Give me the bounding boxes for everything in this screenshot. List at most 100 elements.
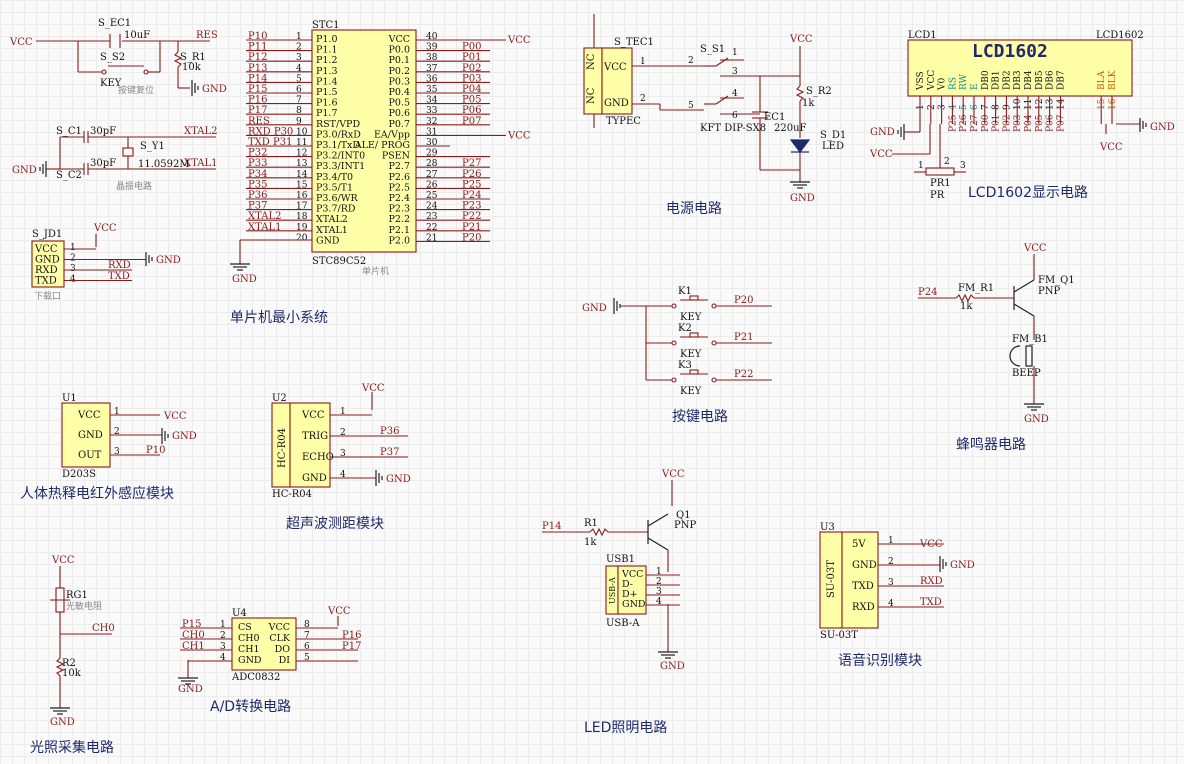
lcd-pin-label: DB7 <box>1056 70 1066 90</box>
adc-left-pin-label: CH1 <box>238 644 260 655</box>
light-gnd: GND <box>50 717 75 728</box>
power-vcc: VCC <box>789 34 813 45</box>
voice-pin-label: 5V <box>852 539 866 550</box>
lcd-pin-label: RS <box>948 77 958 90</box>
mcu-left-net: RES <box>248 116 270 127</box>
pot-n3: 3 <box>960 161 966 171</box>
mcu-right-net: P22 <box>462 211 481 222</box>
key-contact <box>711 377 717 383</box>
caption-lcd: LCD1602显示电路 <box>968 185 1088 201</box>
lcd-pin-label: VCC <box>927 70 937 91</box>
pot-n2: 2 <box>944 157 950 167</box>
caption-voice: 语音识别模块 <box>838 652 922 669</box>
caption-power: 电源电路 <box>666 201 722 217</box>
lcd-net-label: P02 <box>1002 114 1012 132</box>
led-q-ref: Q1 <box>676 510 691 521</box>
pot-n1: 1 <box>918 161 924 171</box>
mcu-right-pin-label: P2.2 <box>388 214 410 225</box>
reset-net-label: RES <box>196 30 218 41</box>
typec-connector <box>601 47 633 115</box>
light-vcc: VCC <box>51 555 75 566</box>
lcd-pin-num: 1 <box>916 104 926 110</box>
voice-pin-num: 4 <box>888 599 894 609</box>
adc-left-pin-label: CH0 <box>238 633 260 644</box>
download-txd: TXD <box>108 271 130 282</box>
led-in: P14 <box>542 521 561 532</box>
mcu-right-net: P23 <box>462 201 481 212</box>
mcu-left-pin-label: P1.0 <box>316 34 338 45</box>
mcu-right-pin-num: 32 <box>426 117 437 127</box>
adc-gnd: GND <box>178 684 203 695</box>
ultra-pin-label: TRIG <box>302 431 328 442</box>
key-cap <box>689 369 699 375</box>
mcu-right-net: P20 <box>462 232 481 243</box>
voice-net: TXD <box>920 597 942 608</box>
ultra-net: P36 <box>380 426 399 437</box>
adc-part: ADC0832 <box>231 672 280 683</box>
key-contact <box>671 377 677 383</box>
mcu-left-pin-num: 4 <box>296 64 302 74</box>
keys-gnd: GND <box>582 303 607 314</box>
mcu-right-net: P24 <box>462 190 481 201</box>
download-pin-num: 4 <box>70 275 76 285</box>
power-type: TYPEC <box>606 116 641 127</box>
pir-pin-label: OUT <box>78 450 102 461</box>
download-pin-num: 1 <box>70 243 76 253</box>
voice-pin-num: 1 <box>888 536 894 546</box>
mcu-right-pin-num: 40 <box>426 32 438 42</box>
mcu-left-net: P34 <box>248 169 267 180</box>
pir-pin-num: 2 <box>114 427 120 437</box>
mcu-left-pin-label: P1.3 <box>316 66 338 77</box>
power-ref: S_TEC1 <box>614 37 654 48</box>
lcd-pin-label: RW <box>959 73 969 90</box>
mcu-right-pin-num: 22 <box>426 223 437 233</box>
mcu-right-pin-label: P2.4 <box>388 193 410 204</box>
mcu-right-pin-num: 24 <box>426 202 438 212</box>
reset-sw-name: KEY <box>100 78 122 89</box>
sw-n3: 3 <box>732 67 738 77</box>
mcu-left-pin-num: 16 <box>296 191 308 201</box>
mcu-left-pin-label: GND <box>316 235 340 246</box>
lcd-pin-num: 7 <box>981 104 991 110</box>
mcu-left-pin-num: 10 <box>296 127 308 137</box>
mcu-right-net: P21 <box>462 222 481 233</box>
adc-ref: U4 <box>232 608 247 619</box>
mcu-right-net: P27 <box>462 158 481 169</box>
mcu-right-net: P01 <box>462 52 481 63</box>
mcu-left-net: XTAL2 <box>248 211 281 222</box>
mcu-left-pin-num: 19 <box>296 223 308 233</box>
light-rg-note: 光敏电阻 <box>66 600 102 612</box>
mcu-right-pin-num: 27 <box>426 170 438 180</box>
lcd-pin-num: 13 <box>1046 98 1056 110</box>
lcd-title: LCD1602 <box>972 41 1048 62</box>
lcd-pin-label: VSS <box>916 71 926 91</box>
power-num2: 2 <box>640 94 646 104</box>
pir-pin-label: GND <box>78 430 103 441</box>
mcu-right-net: VCC <box>507 130 531 141</box>
lcd-net-label: P07 <box>1056 114 1066 132</box>
buzzer-in: P24 <box>918 287 937 298</box>
crystal-note: 晶振电路 <box>116 180 152 192</box>
mcu-left-net: P33 <box>248 158 267 169</box>
mcu-left-net: XTAL1 <box>248 222 281 233</box>
key-contact <box>671 303 677 309</box>
mcu-left-net: P14 <box>248 73 267 84</box>
lcd-pin-label: E <box>970 83 980 90</box>
mcu-right-net: P02 <box>462 63 481 74</box>
voice-ref: U3 <box>820 522 835 533</box>
reset-res-val: 10k <box>182 62 202 73</box>
sw-n5: 5 <box>688 101 694 111</box>
pir-net: P10 <box>146 445 165 456</box>
adc-right-pin-num: 7 <box>304 631 310 641</box>
buzzer-q-ref: FM_Q1 <box>1038 275 1075 286</box>
crystal-gnd-label: GND <box>12 165 37 176</box>
reset-cap-val: 10uF <box>124 30 150 41</box>
lcd-pin-label: DB2 <box>1002 70 1012 90</box>
ultra-pin-num: 3 <box>340 449 346 459</box>
key-contact <box>711 303 717 309</box>
ultra-pin-label: VCC <box>301 410 325 421</box>
mcu-left-net: P35 <box>248 179 267 190</box>
buzzer-vcc: VCC <box>1023 243 1047 254</box>
